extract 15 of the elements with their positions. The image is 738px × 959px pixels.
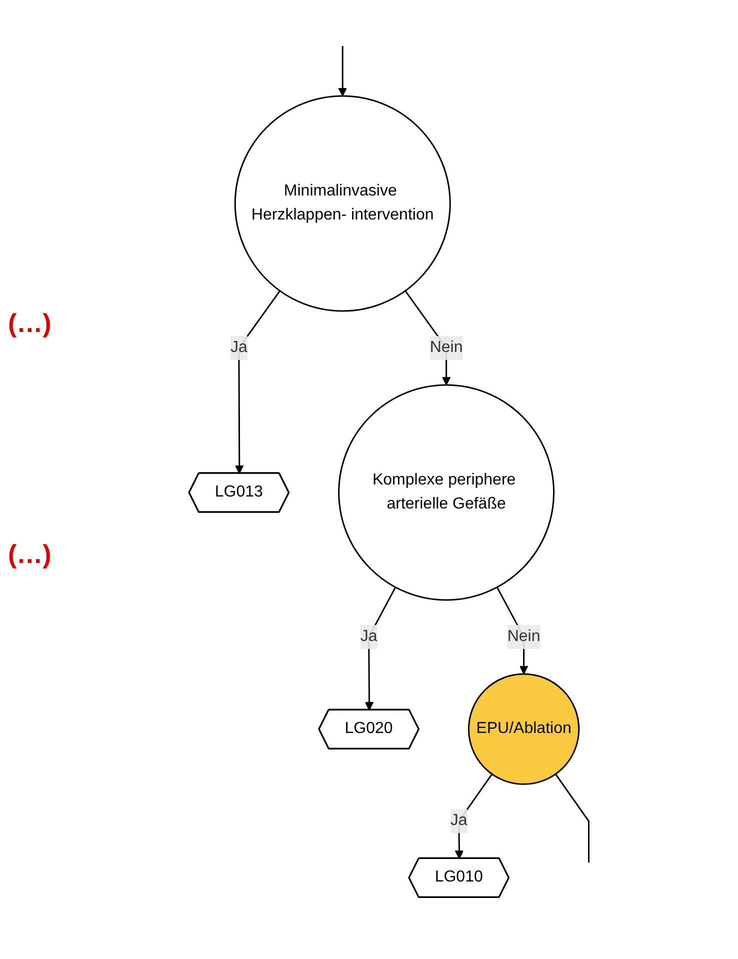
node-circle: EPU/Ablation: [468, 673, 580, 785]
ellipsis-note: (…): [8, 308, 52, 339]
arrow: [454, 774, 493, 860]
node-circle: Minimalinvasive Herzklappen- intervention: [234, 95, 451, 312]
edge-label: Nein: [507, 628, 540, 645]
arrow: [364, 586, 396, 710]
node-circle: Komplexe periphere arterielle Gefäße: [338, 384, 555, 601]
edge-label: Ja: [360, 628, 378, 645]
edge-label: Nein: [430, 339, 463, 356]
arrow: [235, 290, 281, 474]
edge-label: Ja: [450, 812, 468, 830]
ellipsis-note: (…): [8, 539, 52, 570]
connector: [555, 774, 590, 863]
edge-label: Ja: [230, 339, 248, 356]
arrow: [338, 46, 348, 96]
